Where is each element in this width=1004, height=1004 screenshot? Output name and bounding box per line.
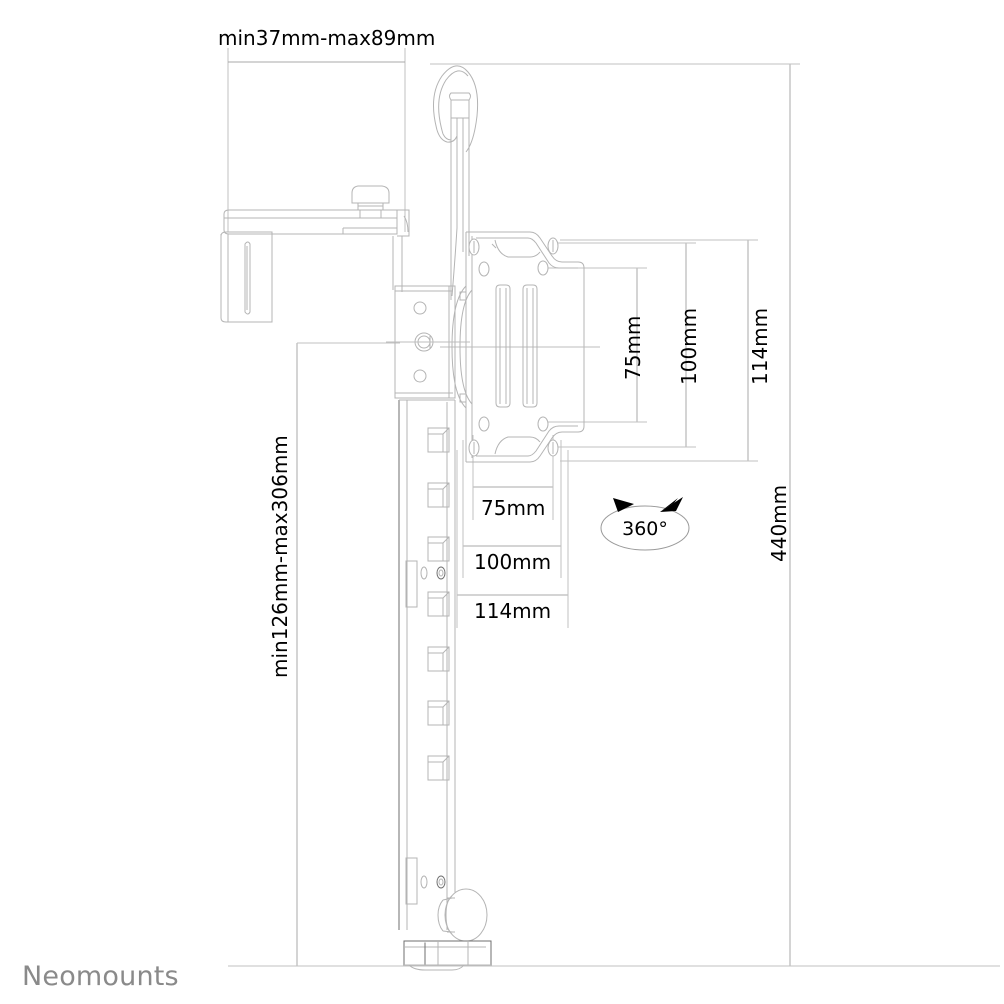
dimension-label-vesa-horizontal-100: 100mm	[474, 550, 551, 574]
dimension-vesa-width-100	[462, 440, 562, 578]
rotation-360-label: 360°	[622, 518, 668, 540]
dimension-label-top-clamp: min37mm-max89mm	[218, 26, 435, 50]
dimension-total-height-440	[300, 63, 800, 967]
desk-clamp-assembly	[220, 185, 410, 323]
tilt-bracket-block	[386, 285, 470, 399]
vertical-pole	[398, 399, 456, 930]
monitor-arm-top-handle	[432, 65, 479, 300]
pole-holes	[427, 427, 450, 781]
brand-logo-neomounts: Neomounts	[22, 961, 179, 992]
dimension-label-pole-height: min126mm-max306mm	[268, 435, 292, 678]
dimension-label-vesa-vertical-100: 100mm	[677, 308, 701, 385]
dimension-label-plate-horizontal-114: 114mm	[474, 599, 551, 623]
dimension-plate-width-114	[456, 450, 569, 628]
base-assembly	[403, 888, 492, 971]
dimension-label-vesa-horizontal-75: 75mm	[481, 496, 545, 520]
dimension-vesa-height-100	[556, 242, 696, 448]
dimension-label-total-height-440: 440mm	[767, 485, 791, 562]
dimension-top-clamp-width	[227, 48, 406, 232]
dimension-label-vesa-vertical-75: 75mm	[621, 316, 645, 380]
dimension-pole-height	[296, 342, 400, 966]
dimension-label-plate-vertical-114: 114mm	[748, 308, 772, 385]
vesa-mounting-plate	[440, 231, 600, 463]
rotation-360-indicator	[600, 497, 690, 551]
dimension-plate-height-114	[560, 239, 758, 462]
